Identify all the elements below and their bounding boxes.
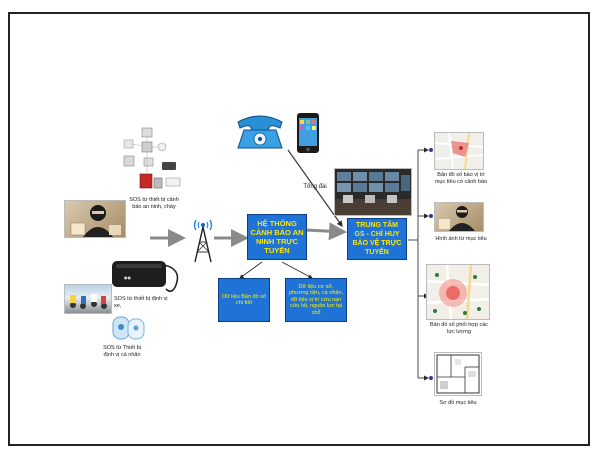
- floorplan-icon: [434, 352, 482, 396]
- arrow-phone-to-center: [287, 149, 343, 227]
- caption-out-coord: Bản đồ số phối hợp các lực lượng: [429, 322, 489, 335]
- system-box: HỆ THỐNG CẢNH BÁO AN NINH TRỰC TUYẾN: [247, 214, 307, 260]
- antenna-tower-icon: [193, 219, 213, 263]
- line-system-to-datamap: [239, 261, 263, 279]
- map-thumbnail-icon: [434, 132, 484, 170]
- center-box: TRUNG TÂM GS - CHỈ HUY BẢO VỆ TRỰC TUYẾN: [347, 218, 407, 260]
- caption-out-map-alert: Bản đồ số báo vị trí mục tiêu có cảnh bá…: [434, 172, 488, 185]
- thief-photo-icon: [64, 200, 126, 238]
- target-image-icon: [434, 202, 484, 232]
- caption-sos-vehicle: SOS từ thiết bị định vị xe,: [114, 296, 168, 309]
- personal-tracker-icon: [112, 316, 145, 340]
- telephone-icon: [237, 115, 283, 149]
- coordination-map-icon: [426, 264, 490, 320]
- alarm-devices-icon: [123, 127, 181, 189]
- gps-tracker-icon: ●●: [112, 261, 179, 293]
- smartphone-icon: [297, 113, 319, 153]
- line-system-to-datapeople: [281, 261, 313, 279]
- data-map-box: Dữ liệu Bản đồ số chi tiết: [218, 278, 270, 322]
- caption-out-floorplan: Sơ đồ mục tiêu: [439, 400, 477, 406]
- data-people-box: Dữ liệu cơ sở, phương tiện, cá nhân, dữ …: [285, 278, 347, 322]
- caption-out-image: Hình ảnh từ mục tiêu: [435, 236, 487, 242]
- caption-switchboard: Tổng đài: [303, 184, 327, 190]
- monitor-wall-icon: [334, 168, 412, 216]
- arrow-system-to-center: [305, 222, 347, 241]
- caption-sos-personal: SOS từ Thiết bị định vị cá nhân: [103, 345, 141, 358]
- traffic-photo-icon: [64, 284, 112, 314]
- svg-text:●●: ●●: [124, 275, 131, 280]
- caption-sos-alarm: SOS từ thiết bị cảnh báo an ninh, cháy: [129, 197, 179, 210]
